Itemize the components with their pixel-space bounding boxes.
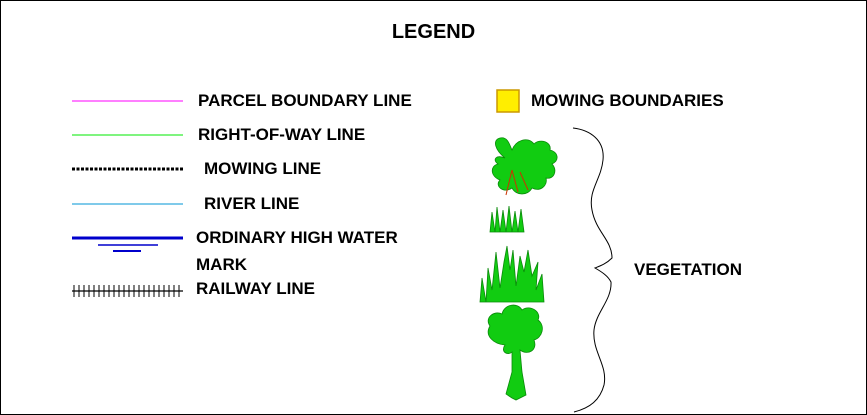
tall-grass-icon	[479, 245, 545, 303]
ordinary-high-water-mark-sample	[72, 236, 183, 252]
ordinary-high-water-label-line1: ORDINARY HIGH WATER	[196, 228, 398, 247]
mowing-boundaries-label: MOWING BOUNDARIES	[531, 91, 724, 110]
shrub-icon	[491, 137, 558, 196]
mowing-line-label: MOWING LINE	[204, 159, 322, 178]
river-line-label: RIVER LINE	[204, 194, 300, 213]
mowing-boundaries-swatch	[496, 89, 520, 113]
tree-icon	[487, 304, 543, 401]
ordinary-high-water-label-line2: MARK	[196, 255, 247, 274]
vegetation-brace	[572, 127, 613, 413]
legend-title: LEGEND	[391, 21, 476, 43]
railway-line-sample	[72, 285, 183, 297]
right-of-way-line-label: RIGHT-OF-WAY LINE	[198, 125, 366, 144]
vegetation-label: VEGETATION	[634, 260, 742, 279]
railway-line-label: RAILWAY LINE	[196, 279, 316, 298]
grass-icon	[489, 205, 525, 233]
parcel-boundary-line-label: PARCEL BOUNDARY LINE	[198, 91, 412, 110]
